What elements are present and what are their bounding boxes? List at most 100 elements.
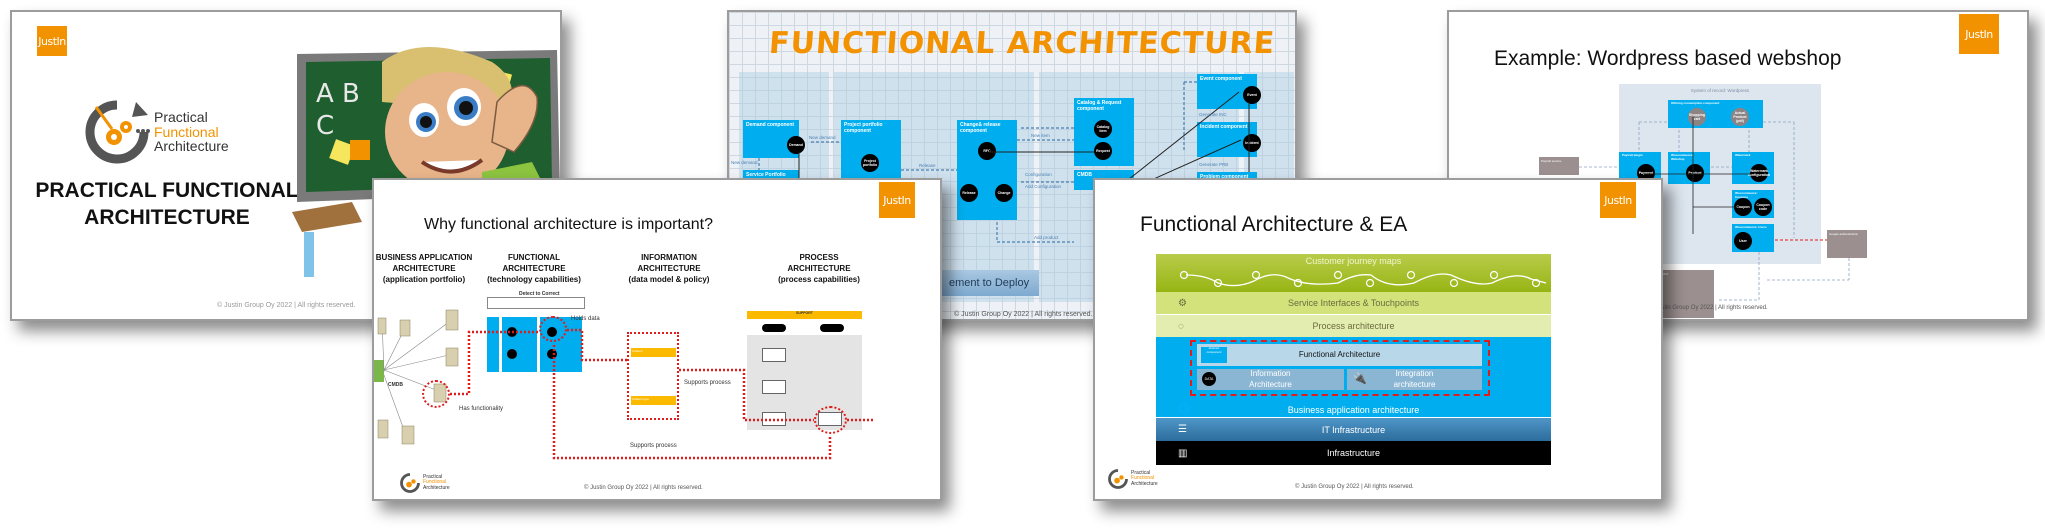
- factory-icon: ▥: [1178, 447, 1188, 459]
- woocommerce-webshop-component[interactable]: Woocommerce: Webshop Product: [1668, 152, 1710, 184]
- layer-customer-journey-maps[interactable]: Customer journey maps: [1156, 254, 1551, 292]
- layer-label: Customer journey maps: [1305, 256, 1402, 266]
- process-step: [762, 348, 786, 362]
- flow-label: Configuration: [1025, 172, 1052, 177]
- pfa-line-1: Practical: [154, 108, 208, 125]
- slide-why-important[interactable]: JustIn Why functional architecture is im…: [372, 178, 942, 501]
- gear-icon: ⚙: [1178, 297, 1187, 309]
- entity-demand[interactable]: Demand: [787, 136, 805, 154]
- annotation-holds-data: Holds data: [571, 316, 600, 322]
- flow-label: Generate INC: [1199, 112, 1227, 117]
- entity-rfc[interactable]: RFC: [978, 142, 996, 160]
- pfa-line-2: Functional: [154, 123, 219, 140]
- highlight-circle: [814, 406, 847, 434]
- slide-fa-and-ea[interactable]: JustIn Functional Architecture & EA Cust…: [1093, 178, 1663, 501]
- flow-lines: [758, 81, 1250, 243]
- pfa-line-3: Architecture: [154, 138, 229, 155]
- google-authentication-box[interactable]: Google authentication: [1827, 230, 1867, 258]
- copyright-text: © Justin Group Oy 2022 | All rights rese…: [1295, 484, 1414, 490]
- entity-project-portfolio[interactable]: Project portfolio: [861, 154, 879, 172]
- slide-title-text: Functional Architecture & EA: [1140, 213, 1408, 236]
- cmdb-label: CMDB: [388, 382, 403, 388]
- chalk-letters: A B: [316, 79, 360, 109]
- layer-label: IT Infrastructure: [1321, 424, 1386, 435]
- entity-user[interactable]: User: [1734, 232, 1752, 250]
- flow-label: Generate PRB: [1199, 162, 1229, 167]
- pfa-logo: Practical Functional Architecture: [82, 97, 229, 167]
- flow-label: New demand: [809, 135, 836, 140]
- entity-incident[interactable]: Incident: [1243, 134, 1261, 152]
- slide-title-text: Example: Wordpress based webshop: [1494, 47, 1842, 70]
- slide-title-text: Why functional architecture is important…: [424, 216, 714, 233]
- flow-label: Add product: [1034, 235, 1059, 240]
- copyright-text: © Justin Group Oy 2022 | All rights rese…: [1649, 305, 1768, 311]
- wordpress-flow-lines: [1579, 117, 1850, 301]
- layer-process-architecture[interactable]: ◌ Process architecture: [1156, 315, 1551, 337]
- layer-infrastructure[interactable]: ▥ Infrastructure: [1156, 441, 1551, 465]
- demand-component[interactable]: Demand component Demand: [743, 120, 805, 158]
- functional-architecture-block[interactable]: abstract component Functional Architectu…: [1197, 344, 1482, 366]
- layer-label: Process architecture: [1312, 321, 1395, 331]
- slide-title[interactable]: JustIn Practical Functional Architecture…: [10, 10, 562, 321]
- event-component[interactable]: Event component Event: [1197, 74, 1261, 109]
- entity-incident: Incident: [631, 348, 676, 357]
- detect-to-correct-label: Detect to Correct: [519, 291, 560, 297]
- relationship-arrows: [450, 328, 874, 460]
- support-lane-header: SUPPORT: [747, 311, 862, 319]
- highlight-circle: [422, 380, 450, 408]
- copyright-text: © Justin Group Oy 2022 | All rights rese…: [584, 485, 703, 491]
- entity-request[interactable]: Request: [1094, 142, 1112, 160]
- change-release-component[interactable]: Change& release component RFC Release Ch…: [957, 120, 1017, 220]
- copyright-text: © Justin Group Oy 2022 | All rights rese…: [954, 311, 1093, 318]
- teacher-cartoon-illustration: A B C: [292, 47, 560, 277]
- incident-component[interactable]: Incident component Incident: [1197, 122, 1261, 157]
- entity-release[interactable]: Release: [960, 184, 978, 202]
- flow-label: Add Configuration: [1025, 184, 1062, 189]
- entity-shopping-cart[interactable]: Shopping cart: [1688, 108, 1706, 126]
- title-line-2: ARCHITECTURE: [84, 206, 250, 229]
- entity-event[interactable]: Event: [1243, 86, 1261, 104]
- paytrail-service-box[interactable]: Paytrail service: [1539, 157, 1579, 175]
- entity-coupon-code[interactable]: Coupon code: [1754, 198, 1772, 216]
- entity-payment[interactable]: Payment: [1637, 164, 1655, 182]
- journey-icon: [1179, 270, 1547, 288]
- value-stream-label: ement to Deploy: [949, 277, 1030, 289]
- entity-change[interactable]: Change: [995, 184, 1013, 202]
- crm-box[interactable]: CRM: [1659, 270, 1714, 318]
- entity-product[interactable]: Product: [1686, 164, 1704, 182]
- entity-actual-product[interactable]: Actual Product (pdf): [1731, 108, 1749, 126]
- annotation-has-functionality: Has functionality: [459, 406, 504, 412]
- offering-consumption-component[interactable]: Offering consumption component Shopping …: [1668, 100, 1763, 128]
- woocommerce-users-component[interactable]: Woocommerce: Users User: [1732, 224, 1774, 252]
- layer-it-infrastructure[interactable]: ☰ IT Infrastructure: [1156, 418, 1551, 441]
- layer-service-interfaces[interactable]: ⚙ Service Interfaces & Touchpoints: [1156, 292, 1551, 314]
- process-start-node: [820, 324, 844, 332]
- cycle-icon: ◌: [1178, 320, 1184, 332]
- server-icon: ☰: [1178, 424, 1187, 435]
- title-line-1: PRACTICAL FUNCTIONAL: [35, 179, 299, 202]
- layer-label: Business application architecture: [1287, 405, 1420, 415]
- process-start-node: [762, 324, 786, 332]
- entity-catalog-item[interactable]: Catalog item: [1094, 120, 1112, 138]
- entity-coupon[interactable]: Coupon: [1734, 198, 1752, 216]
- watermark-component[interactable]: Watermark Watermark configuration: [1732, 152, 1774, 184]
- plug-icon: 🔌: [1353, 373, 1367, 385]
- entity-watermark-configuration[interactable]: Watermark configuration: [1748, 164, 1770, 182]
- pfa-gear-cycle-icon: [85, 100, 150, 164]
- highlight-box: [627, 332, 679, 420]
- woocommerce-coupons-component[interactable]: Woocommerce: Coupons Coupon Coupon code: [1732, 190, 1774, 218]
- flow-label: Release: [919, 163, 936, 168]
- annotation-supports-process: Supports process: [684, 380, 731, 386]
- functional-architecture-label: Functional Architecture: [1298, 349, 1381, 359]
- data-entity-icon: DATA: [1202, 372, 1216, 386]
- pfa-gear-cycle-icon: [400, 473, 420, 493]
- catalog-request-component[interactable]: Catalog & Request component Catalog item…: [1074, 98, 1134, 166]
- highlight-circle: [539, 316, 567, 342]
